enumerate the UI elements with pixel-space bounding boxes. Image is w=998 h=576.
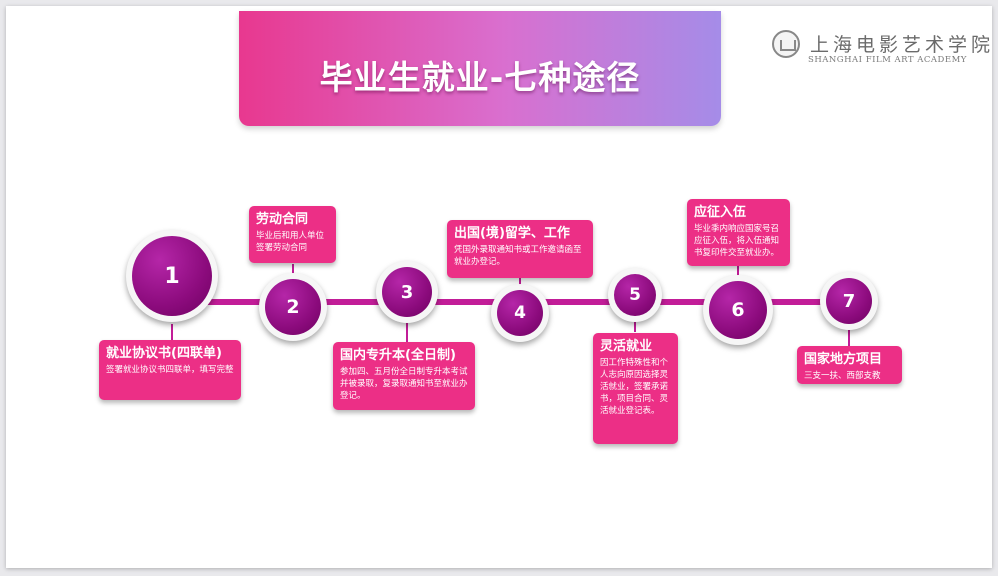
step-desc-7: 三支一扶、西部支教 <box>804 371 881 381</box>
step-title-6: 应征入伍 <box>694 205 747 220</box>
step-title-5: 灵活就业 <box>600 339 653 354</box>
step-title-3: 国内专升本(全日制) <box>340 348 456 363</box>
academy-logo: 上海电影艺术学院 SHANGHAI FILM ART ACADEMY <box>772 28 990 72</box>
step-box-4: 出国(境)留学、工作 凭国外录取通知书或工作邀请函至就业办登记。 <box>447 220 593 278</box>
step-node-2: 2 <box>259 273 327 341</box>
step-number-4: 4 <box>497 290 543 336</box>
step-node-5: 5 <box>608 268 662 322</box>
step-box-2: 劳动合同 毕业后和用人单位签署劳动合同 <box>249 206 336 263</box>
connector-3 <box>406 320 408 350</box>
step-box-1: 就业协议书(四联单) 签署就业协议书四联单，填写完整 <box>99 340 241 400</box>
step-desc-5: 因工作特殊性和个人志向原因选择灵活就业，签署承诺书，项目合同、灵活就业登记表。 <box>600 358 669 416</box>
step-desc-4: 凭国外录取通知书或工作邀请函至就业办登记。 <box>454 245 582 267</box>
title-banner: 毕业生就业-七种途径 <box>239 11 721 126</box>
step-node-6: 6 <box>703 275 773 345</box>
step-title-7: 国家地方项目 <box>804 352 883 367</box>
step-box-7: 国家地方项目 三支一扶、西部支教 <box>797 346 902 384</box>
step-number-6: 6 <box>709 281 767 339</box>
step-node-1: 1 <box>126 230 218 322</box>
step-box-3: 国内专升本(全日制) 参加四、五月份全日制专升本考试并被录取，复录取通知书至就业… <box>333 342 475 410</box>
step-number-1: 1 <box>132 236 212 316</box>
step-number-2: 2 <box>265 279 321 335</box>
step-desc-3: 参加四、五月份全日制专升本考试并被录取，复录取通知书至就业办登记。 <box>340 367 468 401</box>
step-number-5: 5 <box>614 274 656 316</box>
logo-name-en: SHANGHAI FILM ART ACADEMY <box>808 55 967 65</box>
step-node-7: 7 <box>820 272 878 330</box>
step-desc-6: 毕业季内响应国家号召应征入伍，将入伍通知书复印件交至就业办。 <box>694 224 780 258</box>
step-node-3: 3 <box>376 261 438 323</box>
step-number-7: 7 <box>826 278 872 324</box>
step-box-6: 应征入伍 毕业季内响应国家号召应征入伍，将入伍通知书复印件交至就业办。 <box>687 199 790 266</box>
step-title-4: 出国(境)留学、工作 <box>454 226 570 241</box>
page-title: 毕业生就业-七种途径 <box>319 58 641 97</box>
step-title-1: 就业协议书(四联单) <box>106 346 222 361</box>
connector-7 <box>848 322 850 348</box>
step-title-2: 劳动合同 <box>256 212 309 227</box>
step-number-3: 3 <box>382 267 432 317</box>
slide: 毕业生就业-七种途径 上海电影艺术学院 SHANGHAI FILM ART AC… <box>6 6 992 568</box>
step-node-4: 4 <box>491 284 549 342</box>
step-desc-1: 签署就业协议书四联单，填写完整 <box>106 365 234 375</box>
connector-1 <box>171 324 173 346</box>
connector-5 <box>634 318 636 332</box>
step-box-5: 灵活就业 因工作特殊性和个人志向原因选择灵活就业，签署承诺书，项目合同、灵活就业… <box>593 333 678 444</box>
step-desc-2: 毕业后和用人单位签署劳动合同 <box>256 231 325 253</box>
academy-emblem-icon <box>772 30 800 58</box>
logo-name-cn: 上海电影艺术学院 <box>810 34 992 56</box>
